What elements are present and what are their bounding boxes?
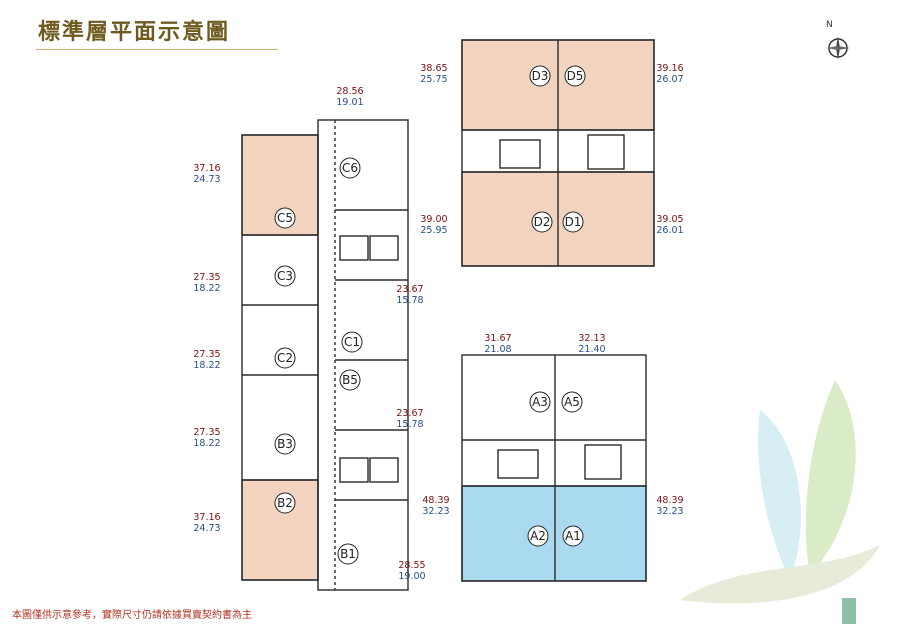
unit-label-A1: A1	[565, 529, 581, 543]
unit-marker	[274, 433, 296, 455]
elevator-shaft	[339, 235, 369, 261]
unit-label-D1: D1	[565, 215, 582, 229]
elevator-shaft	[369, 457, 399, 483]
leaf-shape-green	[805, 380, 856, 575]
unit-label-B2: B2	[277, 496, 293, 510]
leaf-decoration	[680, 380, 880, 624]
unit-label-A5: A5	[564, 395, 580, 409]
unit-label-C3: C3	[277, 269, 293, 283]
unit-label-B3: B3	[277, 437, 293, 451]
bottom-right-tower	[461, 354, 647, 582]
title-underline	[36, 49, 278, 50]
leaf-shape-blue	[758, 410, 801, 580]
left-tower	[241, 119, 409, 591]
stairwell	[584, 444, 622, 480]
unit-marker	[337, 543, 359, 565]
unit-label-B5: B5	[342, 373, 358, 387]
unit-marker	[562, 525, 584, 547]
unit-labels: C6 C5 C3 C2 B3 B2 C1 B5 B1 D3 D5 D2 D1	[274, 65, 586, 565]
unit-label-A3: A3	[532, 395, 548, 409]
bottom-tower-outline	[461, 354, 647, 582]
compass-rose-icon	[826, 36, 850, 60]
page-title: 標準層平面示意圖	[38, 19, 231, 45]
unit-label-C2: C2	[277, 351, 293, 365]
unit-label-D5: D5	[567, 69, 584, 83]
elevator-shaft	[499, 139, 541, 169]
unit-marker	[561, 391, 583, 413]
unit-marker	[562, 211, 584, 233]
compass-north-label: N	[826, 20, 833, 30]
unit-label-C5: C5	[277, 211, 293, 225]
elevator-shaft	[369, 235, 399, 261]
unit-marker	[529, 65, 551, 87]
leaf-stem	[842, 598, 856, 624]
leaf-shape-ground	[680, 545, 880, 604]
unit-marker	[531, 211, 553, 233]
unit-label-D3: D3	[532, 69, 549, 83]
unit-marker	[529, 391, 551, 413]
unit-marker	[339, 157, 361, 179]
unit-fill-A	[461, 485, 647, 582]
top-right-tower	[461, 39, 655, 267]
unit-label-C6: C6	[342, 161, 358, 175]
unit-marker	[274, 492, 296, 514]
unit-marker	[339, 369, 361, 391]
disclaimer-note: 本圖僅供示意參考，實際尺寸仍請依據買賣契約書為主	[12, 610, 252, 621]
unit-marker	[274, 265, 296, 287]
unit-marker	[274, 347, 296, 369]
stairwell	[587, 134, 625, 170]
unit-marker	[527, 525, 549, 547]
unit-label-B1: B1	[340, 547, 356, 561]
unit-label-C1: C1	[344, 335, 360, 349]
elevator-shaft	[497, 449, 539, 479]
unit-marker	[564, 65, 586, 87]
unit-label-A2: A2	[530, 529, 546, 543]
unit-label-D2: D2	[534, 215, 551, 229]
elevator-shaft	[339, 457, 369, 483]
unit-marker	[341, 331, 363, 353]
unit-marker	[274, 207, 296, 229]
left-east-wing	[317, 119, 409, 591]
